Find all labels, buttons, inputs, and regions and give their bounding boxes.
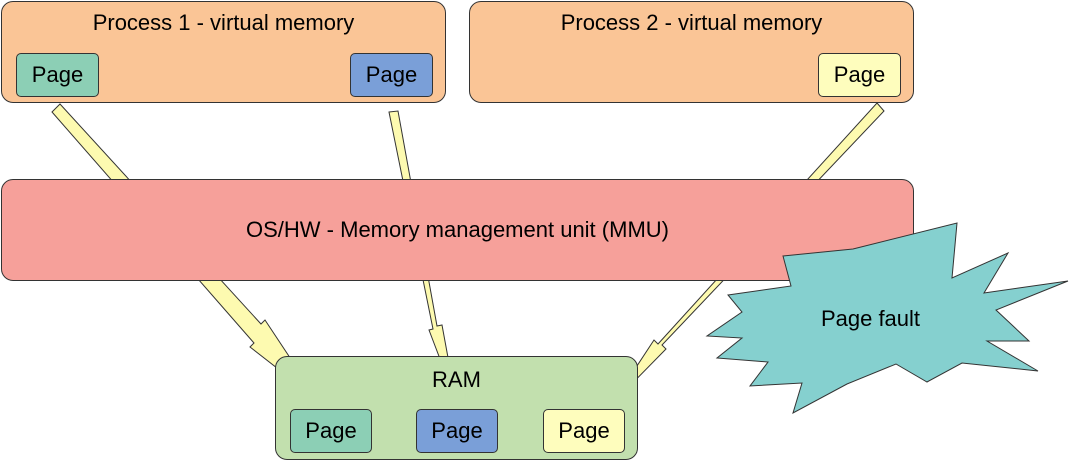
ram-page-3: Page [543,409,625,453]
mmu-box: OS/HW - Memory management unit (MMU) [1,179,914,281]
process2-page-1: Page [818,53,901,97]
process1-page-2: Page [350,53,433,97]
ram-page-2: Page [416,409,498,453]
process1-page-1: Page [16,53,99,97]
process1-title: Process 1 - virtual memory [92,10,355,35]
mmu-label: OS/HW - Memory management unit (MMU) [246,217,669,242]
page-fault-label: Page fault [820,306,921,331]
process2-virtual-memory: Process 2 - virtual memory Page [469,1,914,103]
process1-virtual-memory: Process 1 - virtual memory Page Page [1,1,446,103]
ram-box: RAM Page Page Page [275,356,638,460]
process2-title: Process 2 - virtual memory [560,10,823,35]
ram-title: RAM [432,367,481,392]
ram-page-1: Page [290,409,372,453]
